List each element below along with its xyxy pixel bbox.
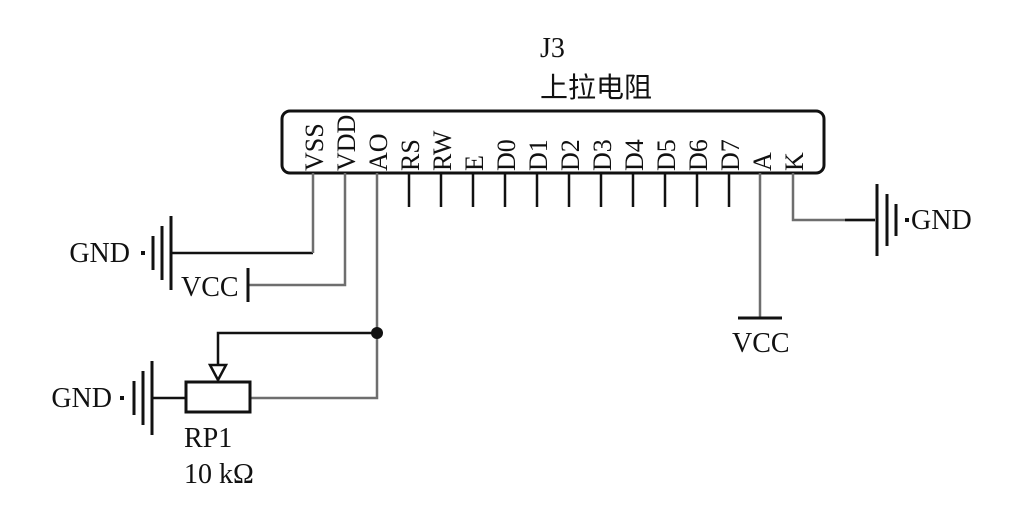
pin-label-ao: AO: [364, 133, 393, 171]
pot-value-label: 10 kΩ: [184, 459, 254, 490]
component-ref-label: J3: [540, 33, 565, 64]
net-label-vcc-left: VCC: [181, 272, 239, 303]
pin-label-k: K: [780, 152, 809, 171]
pin-label-d0: D0: [492, 139, 521, 171]
connector-body: [280, 109, 826, 175]
net-label-gnd-left: GND: [69, 238, 130, 269]
gnd-symbol-left: [141, 216, 313, 290]
junction-dot: [371, 327, 383, 339]
wire-k-gnd: [791, 173, 875, 222]
net-label-gnd-pot: GND: [51, 383, 112, 414]
wiper-arrow: [207, 363, 229, 383]
gnd-symbol-right: [845, 184, 909, 256]
pin-label-a: A: [748, 152, 777, 171]
pin-label-d6: D6: [684, 139, 713, 171]
pin-label-d2: D2: [556, 139, 585, 171]
pin-label-d7: D7: [716, 139, 745, 171]
wire-ao-pot: [250, 173, 379, 400]
pin-label-d4: D4: [620, 139, 649, 171]
pin-label-d3: D3: [588, 139, 617, 171]
pin-label-d5: D5: [652, 139, 681, 171]
pin-label-vss: VSS: [300, 123, 329, 171]
net-label-vcc-right: VCC: [732, 328, 790, 359]
net-label-gnd-right: GND: [911, 205, 972, 236]
gnd-symbol-pot: [120, 361, 186, 435]
pin-label-rs: RS: [396, 139, 425, 171]
pin-label-e: E: [460, 155, 489, 171]
wire-vdd-vcc: [248, 173, 347, 287]
pin-label-rw: RW: [428, 130, 457, 171]
potentiometer-body: [184, 380, 252, 414]
pin-label-d1: D1: [524, 139, 553, 171]
component-value-label: 上拉电阻: [540, 72, 652, 104]
wire-wiper: [216, 331, 377, 365]
pin-label-vdd: VDD: [332, 115, 361, 171]
pot-ref-label: RP1: [184, 423, 232, 454]
